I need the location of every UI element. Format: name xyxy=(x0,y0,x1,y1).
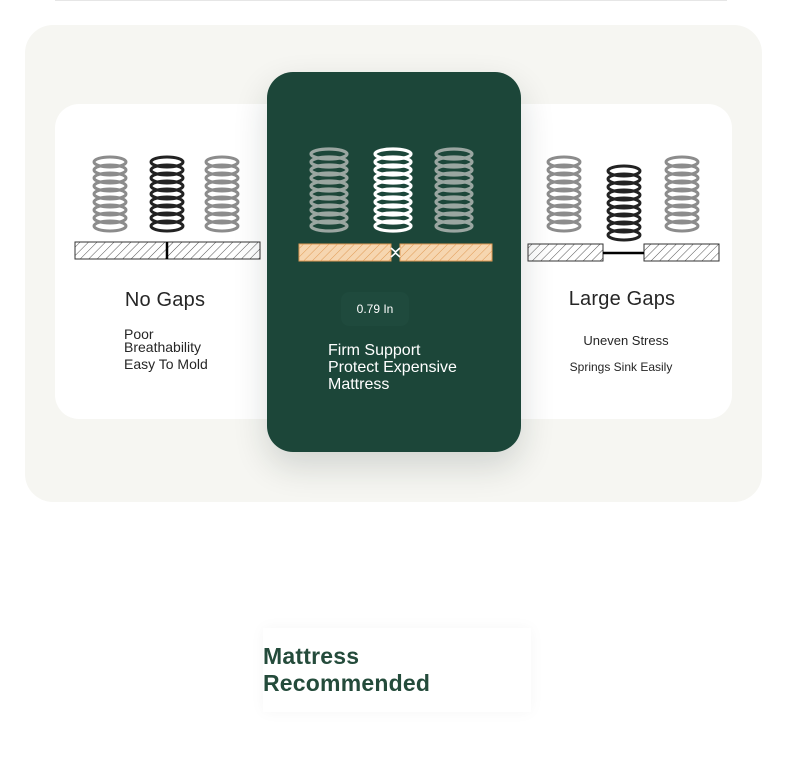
large-gaps-features: Uneven Stress Springs Sink Easily xyxy=(520,333,724,374)
recommended-gap-springs-icon xyxy=(298,147,493,262)
no-gaps-features: Poor Breathability Easy To Mold xyxy=(124,326,234,375)
gap-size-badge: 0.79 In xyxy=(341,292,409,326)
mattress-recommended-button[interactable]: Mattress Recommended xyxy=(263,628,531,712)
feature-item: Uneven Stress xyxy=(583,333,669,348)
feature-item: Easy To Mold xyxy=(124,356,208,372)
no-gaps-springs-icon xyxy=(74,155,261,260)
mattress-recommended-label: Mattress Recommended xyxy=(263,643,431,696)
feature-item: Protect Expensive Mattress xyxy=(328,359,457,393)
large-gaps-title: Large Gaps xyxy=(568,288,676,310)
large-gaps-springs-icon xyxy=(527,155,720,262)
feature-item: Firm Support xyxy=(328,342,421,359)
top-divider xyxy=(55,0,727,1)
feature-item: Poor Breathability xyxy=(124,326,202,355)
recommended-gap-card xyxy=(267,72,521,452)
no-gaps-title: No Gaps xyxy=(124,289,206,311)
feature-item: Springs Sink Easily xyxy=(569,360,673,374)
recommended-gap-features: Firm Support Protect Expensive Mattress xyxy=(328,342,478,393)
